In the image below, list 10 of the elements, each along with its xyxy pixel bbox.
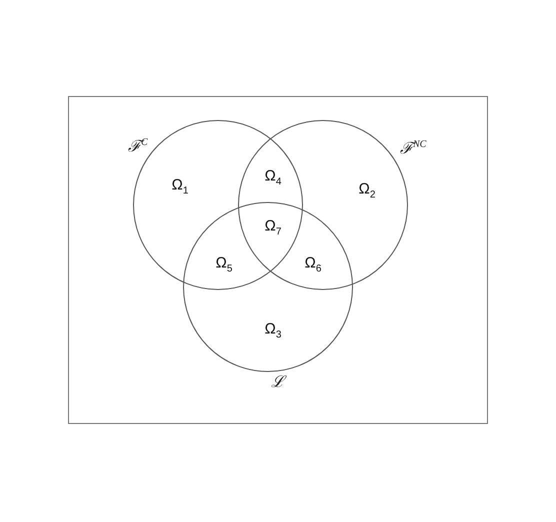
region-label: Ω$_{4}$ (264, 168, 282, 188)
set-label: ℱ$^{NC}$ (400, 140, 426, 158)
set-circle (183, 202, 353, 372)
region-label: Ω$_{7}$ (264, 218, 282, 238)
region-label: Ω$_{2}$ (358, 182, 376, 200)
region-label: Ω$_{5}$ (216, 256, 232, 274)
set-label: ℒ (271, 375, 284, 391)
region-label: Ω$_{6}$ (304, 256, 322, 274)
region-label: Ω$_{3}$ (264, 322, 282, 340)
region-label: Ω$_{1}$ (172, 178, 188, 196)
